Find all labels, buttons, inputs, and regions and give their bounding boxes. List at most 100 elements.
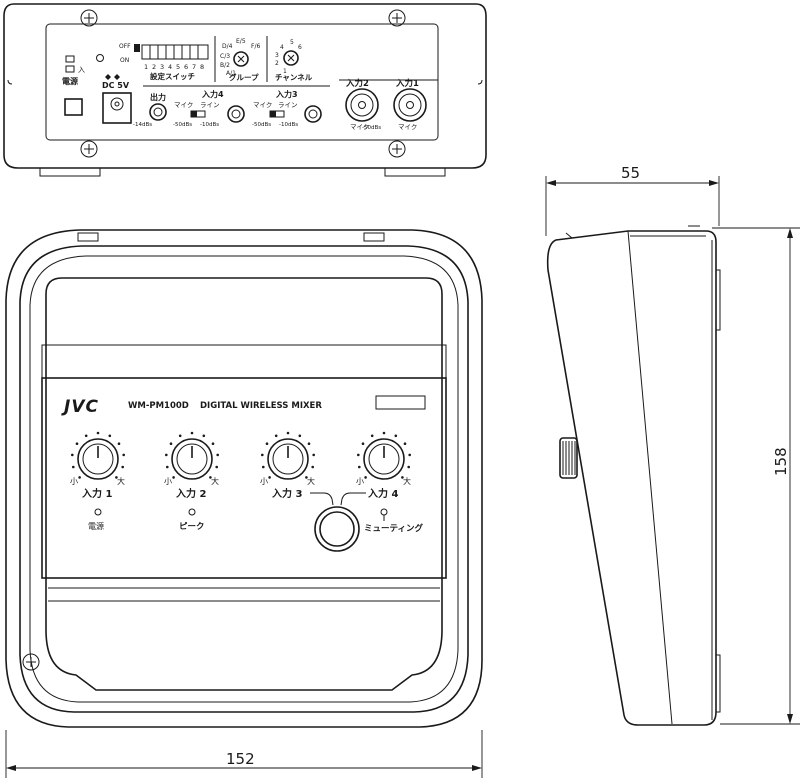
input2-label: 入力2 [345, 78, 369, 89]
svg-text:ライン: ライン [200, 101, 220, 109]
knob-label-input4: 入力 4 [368, 487, 398, 500]
scale-dot [215, 465, 218, 469]
muting-button[interactable] [314, 506, 360, 552]
scale-dot [209, 476, 212, 479]
svg-text:7: 7 [192, 63, 196, 71]
scale-dot [172, 476, 175, 479]
svg-text:4: 4 [168, 63, 172, 71]
scale-dot [361, 442, 365, 446]
knob-scale-dots [71, 431, 412, 479]
input2-jack[interactable] [345, 88, 379, 122]
svg-text:-10dBs: -10dBs [200, 122, 219, 128]
svg-text:3: 3 [160, 63, 164, 71]
output-jack[interactable] [149, 103, 167, 121]
knob-input3[interactable] [267, 438, 309, 480]
side-view [546, 225, 721, 726]
scale-dot [265, 442, 269, 446]
peak-led [188, 508, 196, 516]
scale-dot [72, 465, 75, 469]
scale-dot [78, 476, 81, 479]
screw-icon [80, 140, 98, 158]
scale-dot [115, 476, 118, 479]
svg-text:3: 3 [275, 52, 279, 59]
svg-text:6: 6 [184, 63, 188, 71]
scale-dot [311, 465, 315, 469]
dip-numbers: 1 2 3 4 5 6 7 8 [144, 63, 204, 71]
svg-text:大: 大 [117, 476, 125, 486]
dip-label: 設定スイッチ [150, 71, 195, 81]
input3-jack[interactable] [304, 105, 322, 123]
muting-led [380, 508, 388, 516]
rear-panel-view: 入 電源 DC 5V OFF ON 1 2 3 4 5 6 7 8 設定スイッチ… [3, 3, 487, 177]
svg-text:2: 2 [152, 63, 156, 71]
svg-text:5: 5 [290, 39, 294, 46]
scale-dot [202, 434, 206, 438]
svg-text:マイク: マイク [174, 101, 193, 109]
svg-text:4: 4 [280, 44, 284, 51]
scale-dot [108, 434, 112, 438]
model-name: WM-PM100D [128, 401, 189, 411]
svg-text:B/2: B/2 [220, 62, 230, 69]
dimension-width: 152 [5, 730, 483, 778]
scale-dot [121, 465, 124, 469]
scale-dot [75, 442, 79, 446]
dimension-depth-value: 55 [621, 164, 640, 182]
scale-dot [190, 431, 194, 435]
svg-text:マイク: マイク [398, 123, 417, 131]
group-label: グループ [229, 72, 259, 82]
scale-dot [71, 453, 74, 457]
power-switch[interactable] [64, 98, 83, 116]
input3-label: 入力3 [275, 89, 298, 99]
svg-text:大: 大 [211, 476, 219, 486]
svg-text:マイク: マイク [350, 123, 369, 131]
svg-text:8: 8 [200, 63, 204, 71]
screw-icon [80, 9, 98, 27]
indicator-muting-label: ミューティング [364, 523, 423, 534]
input1-label: 入力1 [395, 78, 419, 89]
scale-dot [169, 442, 173, 446]
indicator-power-label: 電源 [88, 522, 104, 531]
scale-dot [357, 453, 360, 457]
scale-dot [84, 434, 88, 438]
svg-text:E/5: E/5 [236, 38, 246, 45]
screw-icon [388, 140, 406, 158]
power-led [94, 508, 102, 516]
channel-label: チャンネル [275, 73, 313, 82]
svg-text:小: 小 [70, 477, 78, 486]
screw-icon [388, 9, 406, 27]
knob-input4[interactable] [363, 438, 405, 480]
svg-text:大: 大 [307, 476, 315, 486]
dimension-depth: 55 [545, 164, 720, 236]
input1-jack[interactable] [393, 88, 427, 122]
dip-switch[interactable] [141, 44, 209, 60]
screw-icon [22, 653, 40, 671]
scale-dot [211, 442, 215, 446]
scale-dot [178, 434, 182, 438]
output-label: 出力 [150, 92, 166, 102]
knob-input2[interactable] [171, 438, 213, 480]
scale-dot [307, 442, 311, 446]
group-selector[interactable] [233, 51, 249, 67]
dimension-height: 158 [712, 227, 800, 725]
channel-selector[interactable] [283, 50, 299, 66]
svg-text:小: 小 [356, 477, 364, 486]
scale-dot [401, 476, 404, 479]
knob-input1[interactable] [77, 438, 119, 480]
scale-dot [274, 434, 278, 438]
scale-dot [364, 476, 367, 479]
svg-text:大: 大 [403, 476, 411, 486]
scale-dot [165, 453, 168, 457]
scale-dot [216, 453, 219, 457]
dc-label: DC 5V [102, 81, 130, 90]
scale-dot [394, 434, 398, 438]
svg-text:5: 5 [176, 63, 180, 71]
knob-label-input3: 入力 3 [272, 487, 302, 500]
scale-dot [261, 453, 264, 457]
dimension-width-value: 152 [226, 750, 255, 768]
input4-jack[interactable] [227, 105, 245, 123]
dc-jack[interactable] [102, 92, 132, 124]
scale-dot [166, 465, 169, 469]
svg-text:-50dBs: -50dBs [173, 122, 192, 128]
ir-window [375, 395, 426, 410]
svg-text:小: 小 [260, 477, 268, 486]
